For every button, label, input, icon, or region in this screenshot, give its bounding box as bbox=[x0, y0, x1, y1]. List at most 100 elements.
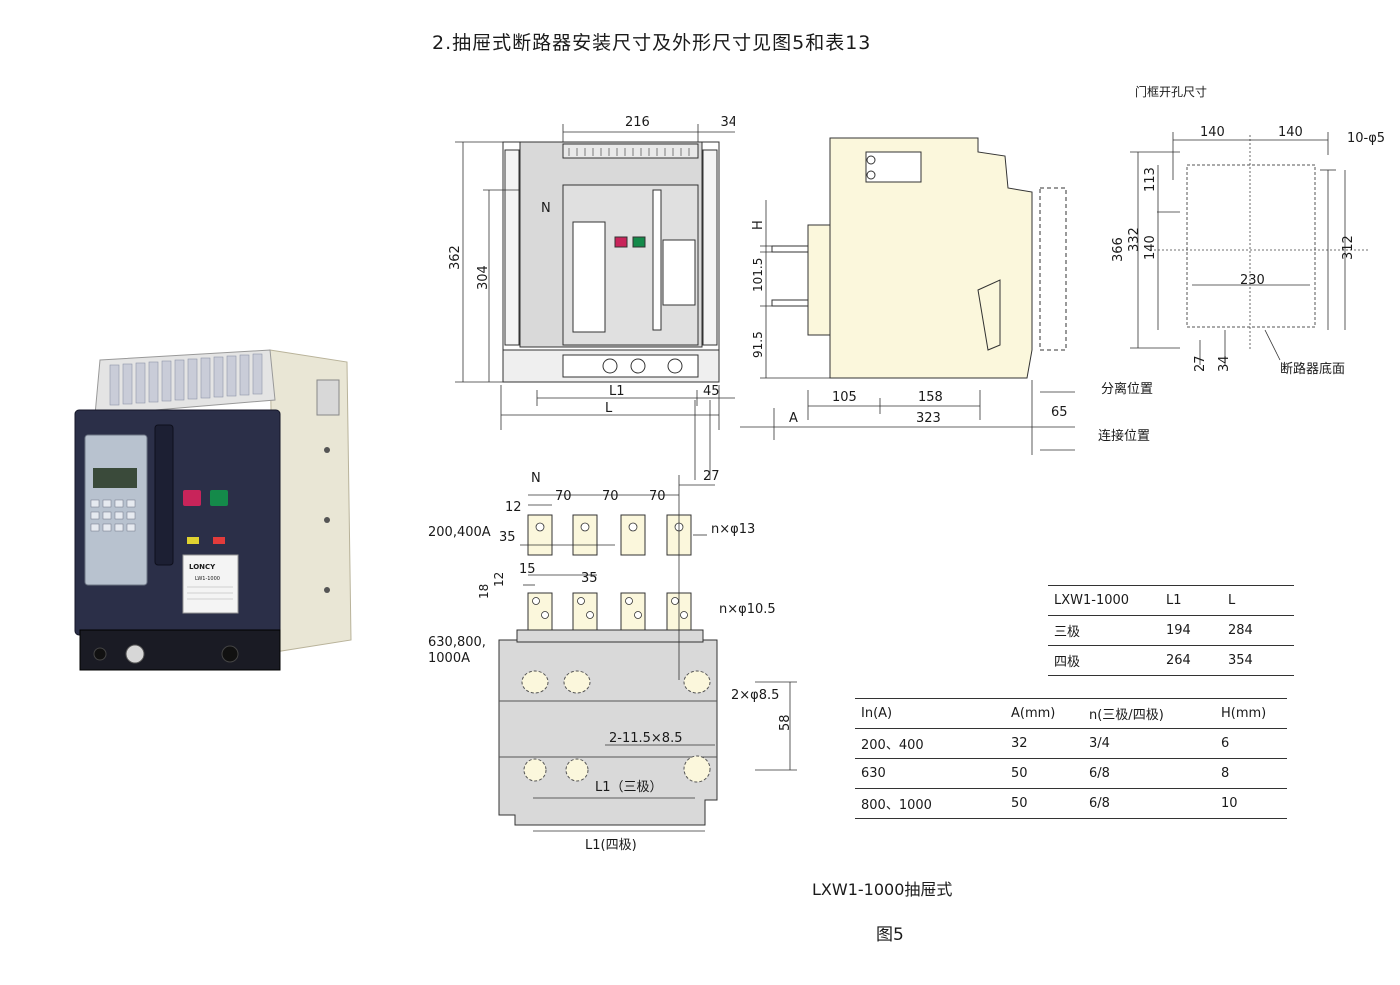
on-button bbox=[210, 490, 228, 506]
dim-101-5: 101.5 bbox=[751, 258, 765, 292]
dim-L1: L1 bbox=[609, 384, 625, 399]
col-a: A(mm) bbox=[1005, 698, 1083, 729]
slot-label: 2-11.5×8.5 bbox=[609, 731, 682, 746]
table-cell: 194 bbox=[1160, 615, 1222, 646]
product-photo: LONCY LW1-1000 bbox=[74, 349, 352, 671]
dim-18: 18 bbox=[477, 584, 491, 599]
dim-12-a: 12 bbox=[505, 500, 522, 515]
table-cell: 6/8 bbox=[1083, 788, 1215, 819]
dim-65: 65 bbox=[1051, 405, 1068, 420]
col-h: H(mm) bbox=[1215, 698, 1287, 729]
dim-12-b: 12 bbox=[492, 572, 506, 587]
brand-label: LONCY bbox=[189, 563, 216, 571]
col-n: n(三极/四极) bbox=[1083, 698, 1215, 729]
amp-630-800: 630,800, bbox=[428, 635, 486, 650]
top-terminal-ribs bbox=[568, 148, 690, 156]
table-cell: 8 bbox=[1215, 758, 1287, 789]
dim-362: 362 bbox=[448, 245, 463, 270]
side-housing bbox=[829, 137, 1033, 379]
terminal-drawing: N 70 70 70 27 12 200,400A 35 n×φ13 15 35… bbox=[428, 469, 797, 853]
table-cell: 6/8 bbox=[1083, 758, 1215, 789]
terminals-630-1000 bbox=[527, 592, 692, 632]
side-view-drawing: H 101.5 91.5 105 158 323 A 65 bbox=[740, 137, 1075, 455]
door-cutout-drawing: 140 140 10-φ5 366 332 113 140 312 230 27… bbox=[1111, 125, 1385, 377]
figure-caption: LXW1-1000抽屉式 bbox=[812, 880, 953, 899]
col-in: In(A) bbox=[855, 698, 1005, 729]
dim-L1-four-pole: L1(四极) bbox=[585, 838, 637, 853]
table-row: 630 50 6/8 8 bbox=[855, 758, 1287, 789]
table-cell: 284 bbox=[1222, 615, 1294, 646]
dim-A: A bbox=[789, 411, 798, 426]
col-L: L bbox=[1222, 585, 1294, 616]
dim-L1-three-pole: L1（三极） bbox=[595, 780, 663, 795]
connect-position-label: 连接位置 bbox=[1098, 429, 1151, 444]
door-cutout-heading: 门框开孔尺寸 bbox=[1135, 85, 1208, 99]
dim-216: 216 bbox=[625, 115, 650, 130]
table-cell: 3/4 bbox=[1083, 728, 1215, 759]
table-cell: 四极 bbox=[1048, 645, 1160, 676]
front-view-drawing: 216 34 362 304 N L1 L 45 bbox=[448, 115, 735, 430]
cutout-dimension-lines bbox=[1130, 132, 1346, 365]
nameplate bbox=[182, 554, 239, 614]
table-cell: 50 bbox=[1005, 758, 1083, 789]
dim-332: 332 bbox=[1127, 227, 1142, 252]
amp-200-400: 200,400A bbox=[428, 525, 491, 540]
guide-lines bbox=[694, 400, 711, 480]
table-row: 四极 264 354 bbox=[1048, 645, 1294, 676]
charging-handle bbox=[154, 424, 174, 566]
side-dimension-lines bbox=[740, 200, 1075, 455]
dim-70-b: 70 bbox=[602, 489, 619, 504]
dim-230: 230 bbox=[1240, 273, 1265, 288]
table-cell: 630 bbox=[855, 758, 1005, 789]
dim-304: 304 bbox=[476, 265, 491, 290]
table-cell: 354 bbox=[1222, 645, 1294, 676]
page-title: 2.抽屉式断路器安装尺寸及外形尺寸见图5和表13 bbox=[432, 32, 872, 54]
model-plate-label: LW1-1000 bbox=[195, 576, 220, 582]
table-cell: 6 bbox=[1215, 728, 1287, 759]
table-row: 800、1000 50 6/8 10 bbox=[855, 788, 1287, 819]
dim-140-a: 140 bbox=[1200, 125, 1225, 140]
dim-113: 113 bbox=[1143, 167, 1158, 192]
hole-phi10-5: n×φ10.5 bbox=[719, 602, 776, 617]
dim-70-a: 70 bbox=[555, 489, 572, 504]
separate-position-label: 分离位置 bbox=[1101, 382, 1154, 397]
dim-58: 58 bbox=[778, 714, 793, 731]
pole-dimension-table: LXW1-1000 L1 L 三极 194 284 四极 264 354 bbox=[1048, 585, 1294, 676]
table-cell: 32 bbox=[1005, 728, 1083, 759]
dim-323: 323 bbox=[916, 411, 941, 426]
dim-15: 15 bbox=[519, 562, 536, 577]
current-rating-table: In(A) A(mm) n(三极/四极) H(mm) 200、400 32 3/… bbox=[855, 698, 1287, 819]
dim-35-a: 35 bbox=[499, 530, 516, 545]
table-row: 三极 194 284 bbox=[1048, 615, 1294, 646]
dim-27-terminal: 27 bbox=[703, 469, 720, 484]
off-button bbox=[183, 490, 201, 506]
dim-70-c: 70 bbox=[649, 489, 666, 504]
dim-34: 34 bbox=[720, 115, 735, 130]
trip-unit bbox=[84, 434, 148, 586]
table-header-row: In(A) A(mm) n(三极/四极) H(mm) bbox=[855, 698, 1287, 729]
dim-35-b: 35 bbox=[581, 571, 598, 586]
dim-34: 34 bbox=[1217, 355, 1232, 372]
dim-45: 45 bbox=[703, 384, 720, 399]
front-dimension-lines bbox=[455, 124, 735, 430]
col-model: LXW1-1000 bbox=[1048, 585, 1160, 616]
dim-366: 366 bbox=[1111, 237, 1126, 262]
table-cell: 200、400 bbox=[855, 728, 1005, 759]
dim-N: N bbox=[541, 201, 551, 216]
holes-10-phi5: 10-φ5 bbox=[1347, 131, 1385, 146]
table-cell: 800、1000 bbox=[855, 788, 1005, 819]
breaker-bottom-label: 断路器底面 bbox=[1280, 361, 1345, 377]
dim-L: L bbox=[605, 401, 613, 416]
figure-number: 图5 bbox=[876, 925, 904, 945]
terminal-dimension-lines bbox=[520, 475, 797, 832]
dim-140-c: 140 bbox=[1143, 235, 1158, 260]
chassis-base bbox=[79, 629, 281, 671]
dim-158: 158 bbox=[918, 390, 943, 405]
dim-140-b: 140 bbox=[1278, 125, 1303, 140]
table-header-row: LXW1-1000 L1 L bbox=[1048, 585, 1294, 616]
amp-1000: 1000A bbox=[428, 651, 470, 666]
table-row: 200、400 32 3/4 6 bbox=[855, 728, 1287, 759]
cutout-outline bbox=[1186, 164, 1316, 328]
dim-312: 312 bbox=[1341, 235, 1356, 260]
hole-phi13: n×φ13 bbox=[711, 522, 755, 537]
